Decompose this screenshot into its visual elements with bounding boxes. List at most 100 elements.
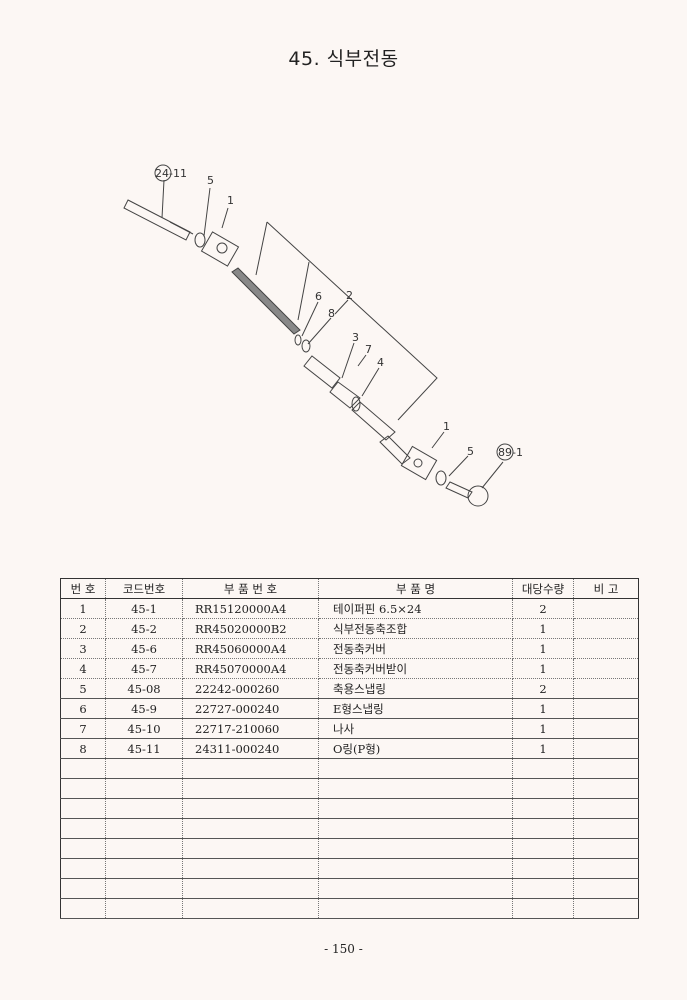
- callout-1: 1: [227, 194, 234, 207]
- empty-cell: [105, 858, 183, 879]
- table-header-row: 번 호 코드번호 부 품 번 호 부 품 명 대당수량 비 고: [60, 578, 639, 599]
- cell-part-name: 전동축커버받이: [318, 658, 513, 679]
- empty-table-row: [60, 818, 639, 839]
- callout-3: 3: [352, 331, 359, 344]
- cell-no: 6: [60, 698, 106, 719]
- cell-qty: 1: [512, 618, 574, 639]
- cell-code: 45-6: [105, 638, 183, 659]
- cell-note: [573, 658, 639, 679]
- cell-qty: 2: [512, 678, 574, 699]
- empty-cell: [512, 758, 574, 779]
- callout-5: 5: [207, 174, 214, 187]
- empty-table-row: [60, 838, 639, 859]
- empty-cell: [182, 798, 319, 819]
- empty-cell: [105, 798, 183, 819]
- cell-code: 45-2: [105, 618, 183, 639]
- cover-holder: [329, 381, 361, 409]
- callout-ref-89-1: 89-1: [498, 446, 523, 459]
- empty-table-row: [60, 798, 639, 819]
- cell-note: [573, 738, 639, 759]
- cell-qty: 1: [512, 738, 574, 759]
- empty-cell: [60, 758, 106, 779]
- header-no: 번 호: [60, 578, 106, 599]
- callout-ref-24-11: 24-11: [155, 167, 187, 180]
- empty-table-row: [60, 898, 639, 919]
- empty-cell: [512, 798, 574, 819]
- cell-qty: 1: [512, 638, 574, 659]
- cell-note: [573, 678, 639, 699]
- cell-code: 45-7: [105, 658, 183, 679]
- empty-cell: [573, 878, 639, 899]
- empty-cell: [512, 838, 574, 859]
- empty-cell: [105, 878, 183, 899]
- empty-table-row: [60, 778, 639, 799]
- cell-part-no: 24311-000240: [182, 738, 319, 759]
- empty-cell: [318, 878, 513, 899]
- empty-cell: [512, 778, 574, 799]
- empty-cell: [60, 818, 106, 839]
- cell-qty: 1: [512, 658, 574, 679]
- cell-no: 4: [60, 658, 106, 679]
- empty-cell: [60, 898, 106, 919]
- header-code: 코드번호: [105, 578, 183, 599]
- empty-cell: [182, 898, 319, 919]
- cell-code: 45-08: [105, 678, 183, 699]
- cell-note: [573, 598, 639, 619]
- empty-table-row: [60, 878, 639, 899]
- empty-cell: [182, 818, 319, 839]
- callout-1b: 1: [443, 420, 450, 433]
- cell-qty: 2: [512, 598, 574, 619]
- empty-cell: [105, 838, 183, 859]
- callout-2: 2: [346, 289, 353, 302]
- cell-no: 2: [60, 618, 106, 639]
- cell-code: 45-10: [105, 718, 183, 739]
- cell-qty: 1: [512, 698, 574, 719]
- cell-code: 45-11: [105, 738, 183, 759]
- empty-cell: [573, 778, 639, 799]
- empty-cell: [512, 858, 574, 879]
- e-snap-ring: [294, 334, 302, 346]
- empty-cell: [182, 858, 319, 879]
- empty-cell: [573, 758, 639, 779]
- empty-cell: [182, 838, 319, 859]
- exploded-parts-diagram: 24-11 5 1 2 6 8 3 7 4 1 5 89-1: [123, 164, 523, 507]
- cell-part-no: 22242-000260: [182, 678, 319, 699]
- empty-cell: [318, 858, 513, 879]
- empty-cell: [60, 778, 106, 799]
- empty-cell: [105, 758, 183, 779]
- cell-code: 45-9: [105, 698, 183, 719]
- empty-cell: [573, 858, 639, 879]
- o-ring: [301, 339, 311, 353]
- cell-part-name: 전동축커버: [318, 638, 513, 659]
- cell-note: [573, 618, 639, 639]
- splined-shaft: [231, 267, 301, 335]
- empty-cell: [318, 898, 513, 919]
- empty-cell: [182, 778, 319, 799]
- callout-5b: 5: [467, 445, 474, 458]
- empty-cell: [318, 838, 513, 859]
- callout-4: 4: [377, 356, 384, 369]
- empty-cell: [573, 798, 639, 819]
- header-part-no: 부 품 번 호: [182, 578, 319, 599]
- cell-part-no: 22717-210060: [182, 718, 319, 739]
- empty-cell: [60, 858, 106, 879]
- cell-qty: 1: [512, 718, 574, 739]
- empty-cell: [105, 898, 183, 919]
- cell-part-name: E형스냅링: [318, 698, 513, 719]
- header-part-name: 부 품 명: [318, 578, 513, 599]
- empty-cell: [60, 838, 106, 859]
- empty-cell: [318, 818, 513, 839]
- header-qty: 대당수량: [512, 578, 574, 599]
- cell-part-no: RR45060000A4: [182, 638, 319, 659]
- cell-part-no: RR45020000B2: [182, 618, 319, 639]
- cell-part-no: 22727-000240: [182, 698, 319, 719]
- cell-no: 3: [60, 638, 106, 659]
- empty-cell: [573, 838, 639, 859]
- universal-joint-right: [400, 445, 438, 481]
